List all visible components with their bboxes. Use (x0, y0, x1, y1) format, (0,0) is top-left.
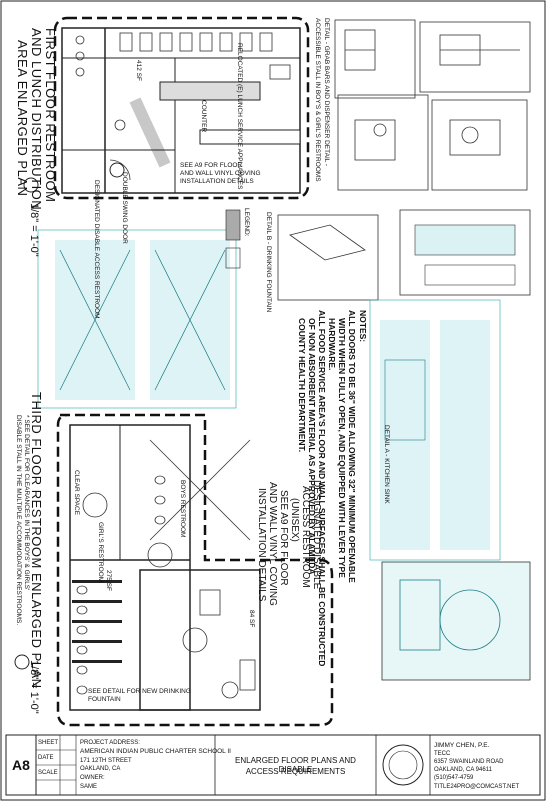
sheet-title-l1: ENLARGED FLOOR PLANS AND DISABLE (235, 756, 356, 774)
plan1-scale: 1/8" = 1'-0" (28, 203, 40, 257)
plan3-area1-label: 275 SF (105, 570, 112, 591)
engineer-name: JIMMY CHEN, P.E. (434, 742, 490, 749)
scale-label: SCALE (38, 770, 58, 776)
date-label: DATE (38, 755, 54, 761)
plan3-area2-label: 84 SF (248, 610, 255, 628)
plan1-area-label: 412 SF (135, 60, 142, 81)
drinking-fountain-detail (37, 209, 379, 409)
engineer-address-2: OAKLAND, CA 94611 (434, 767, 492, 773)
plan3-boys-label: BOYS RESTROOM (179, 480, 186, 538)
engineer-email: TITLE24PRO@COMCAST.NET (434, 784, 520, 790)
plan3-title: THIRD FLOOR RESTROOM ENLARGED PLAN (29, 392, 44, 689)
plan3-girls-label: GIRL'S RESTROOM (97, 522, 104, 583)
detail-grab-bar-l1: DETAIL - GRAB BARS AND DISPENSER DETAIL … (323, 18, 330, 167)
plan1-designated-label: DESIGNATED DISABLE ACCESS RESTROOM (93, 180, 100, 319)
engineer-phone: (510)547-4759 (434, 775, 474, 781)
project-name: AMERICAN INDIAN PUBLIC CHARTER SCHOOL II (80, 748, 231, 755)
project-city: OAKLAND, CA (80, 766, 121, 772)
plan3-designated-l2: ACCESS RESTROOM (300, 486, 311, 588)
note2-l3: COUNTY HEALTH DEPARTMENT. (297, 318, 307, 453)
plan3-note-l1: * SEE DETAIL FOR CLEARANCES IN THE BOYS'… (23, 415, 30, 591)
plan1-title-l1: FIRST FLOOR RESTROOM (43, 28, 58, 203)
project-street: 171 12TH STREET (80, 758, 132, 764)
plan3-note-l2: DISABLE STALL IN THE MULTIPLE ACCOMMODAT… (15, 415, 22, 626)
plan3-see-a9-l1: SEE A9 FOR FLOOR (278, 490, 289, 586)
plan3-see-a9-l2: AND WALL VINYL COVING (267, 482, 278, 606)
plan1-see-a9: SEE A9 FOR FLOOR AND WALL VINYL COVING I… (180, 162, 261, 185)
note1-l1: ALL DOORS TO BE 36" WIDE ALLOWING 32" MI… (347, 310, 357, 583)
project-label: PROJECT ADDRESS: (80, 740, 140, 746)
title-block-lines (5, 734, 541, 796)
owner-value: SAME (80, 784, 98, 790)
sheet-number: A8 (12, 757, 30, 773)
notes-title: NOTES: (358, 310, 368, 343)
note1-l3: HARDWARE. (327, 318, 337, 371)
grab-bar-detail (334, 19, 531, 191)
owner-label: OWNER: (80, 775, 105, 781)
plan3-see-a9-l3: INSTALLATION DETAILS (256, 488, 267, 602)
plan3-designated-l1: DESIGNATED DISABLE (311, 480, 322, 590)
plan3-fountain-label: SEE DETAIL FOR NEW DRINKING FOUNTAIN (88, 688, 191, 703)
engineer-firm: TECC (434, 751, 451, 757)
detail-grab-bar-l2: ACCESSIBLE STALL IN BOY'S & GIRL'S RESTR… (314, 18, 321, 182)
legend-title: LEGEND: (243, 208, 250, 237)
kitchen-sink-detail (369, 209, 531, 561)
sheet-title-l2: ACCESS REQUIREMENTS (245, 767, 346, 776)
fixture-detail (381, 561, 531, 681)
engineer-address-1: 6357 SWAINLAND ROAD (434, 759, 504, 765)
sheet-label: SHEET (38, 740, 59, 746)
plan1-counter-label: COUNTER (200, 100, 207, 133)
plan3-designated-l3: (UNISEX) (289, 498, 300, 542)
plan1-title-l2: AND LUNCH DISTRIBUTION (29, 28, 44, 211)
plan3-clear-label: CLEAR SPACE (73, 470, 80, 516)
plan3-scale: 1/8" = 1'-0" (28, 660, 40, 714)
detail-a-title: DETAIL A - KITCHEN SINK (383, 425, 390, 504)
third-floor-plan (14, 177, 334, 727)
detail-b-title: DETAIL B - DRINKING FOUNTAIN (265, 212, 272, 313)
note1-l2: WIDTH WHEN FULLY OPEN, AND EQUIPPED WITH… (337, 318, 347, 578)
first-floor-plan (53, 16, 310, 200)
plan1-door-label: DOUBLE SWING DOOR (121, 172, 128, 244)
plan1-title-l3: AREA ENLARGED PLAN (15, 40, 30, 197)
